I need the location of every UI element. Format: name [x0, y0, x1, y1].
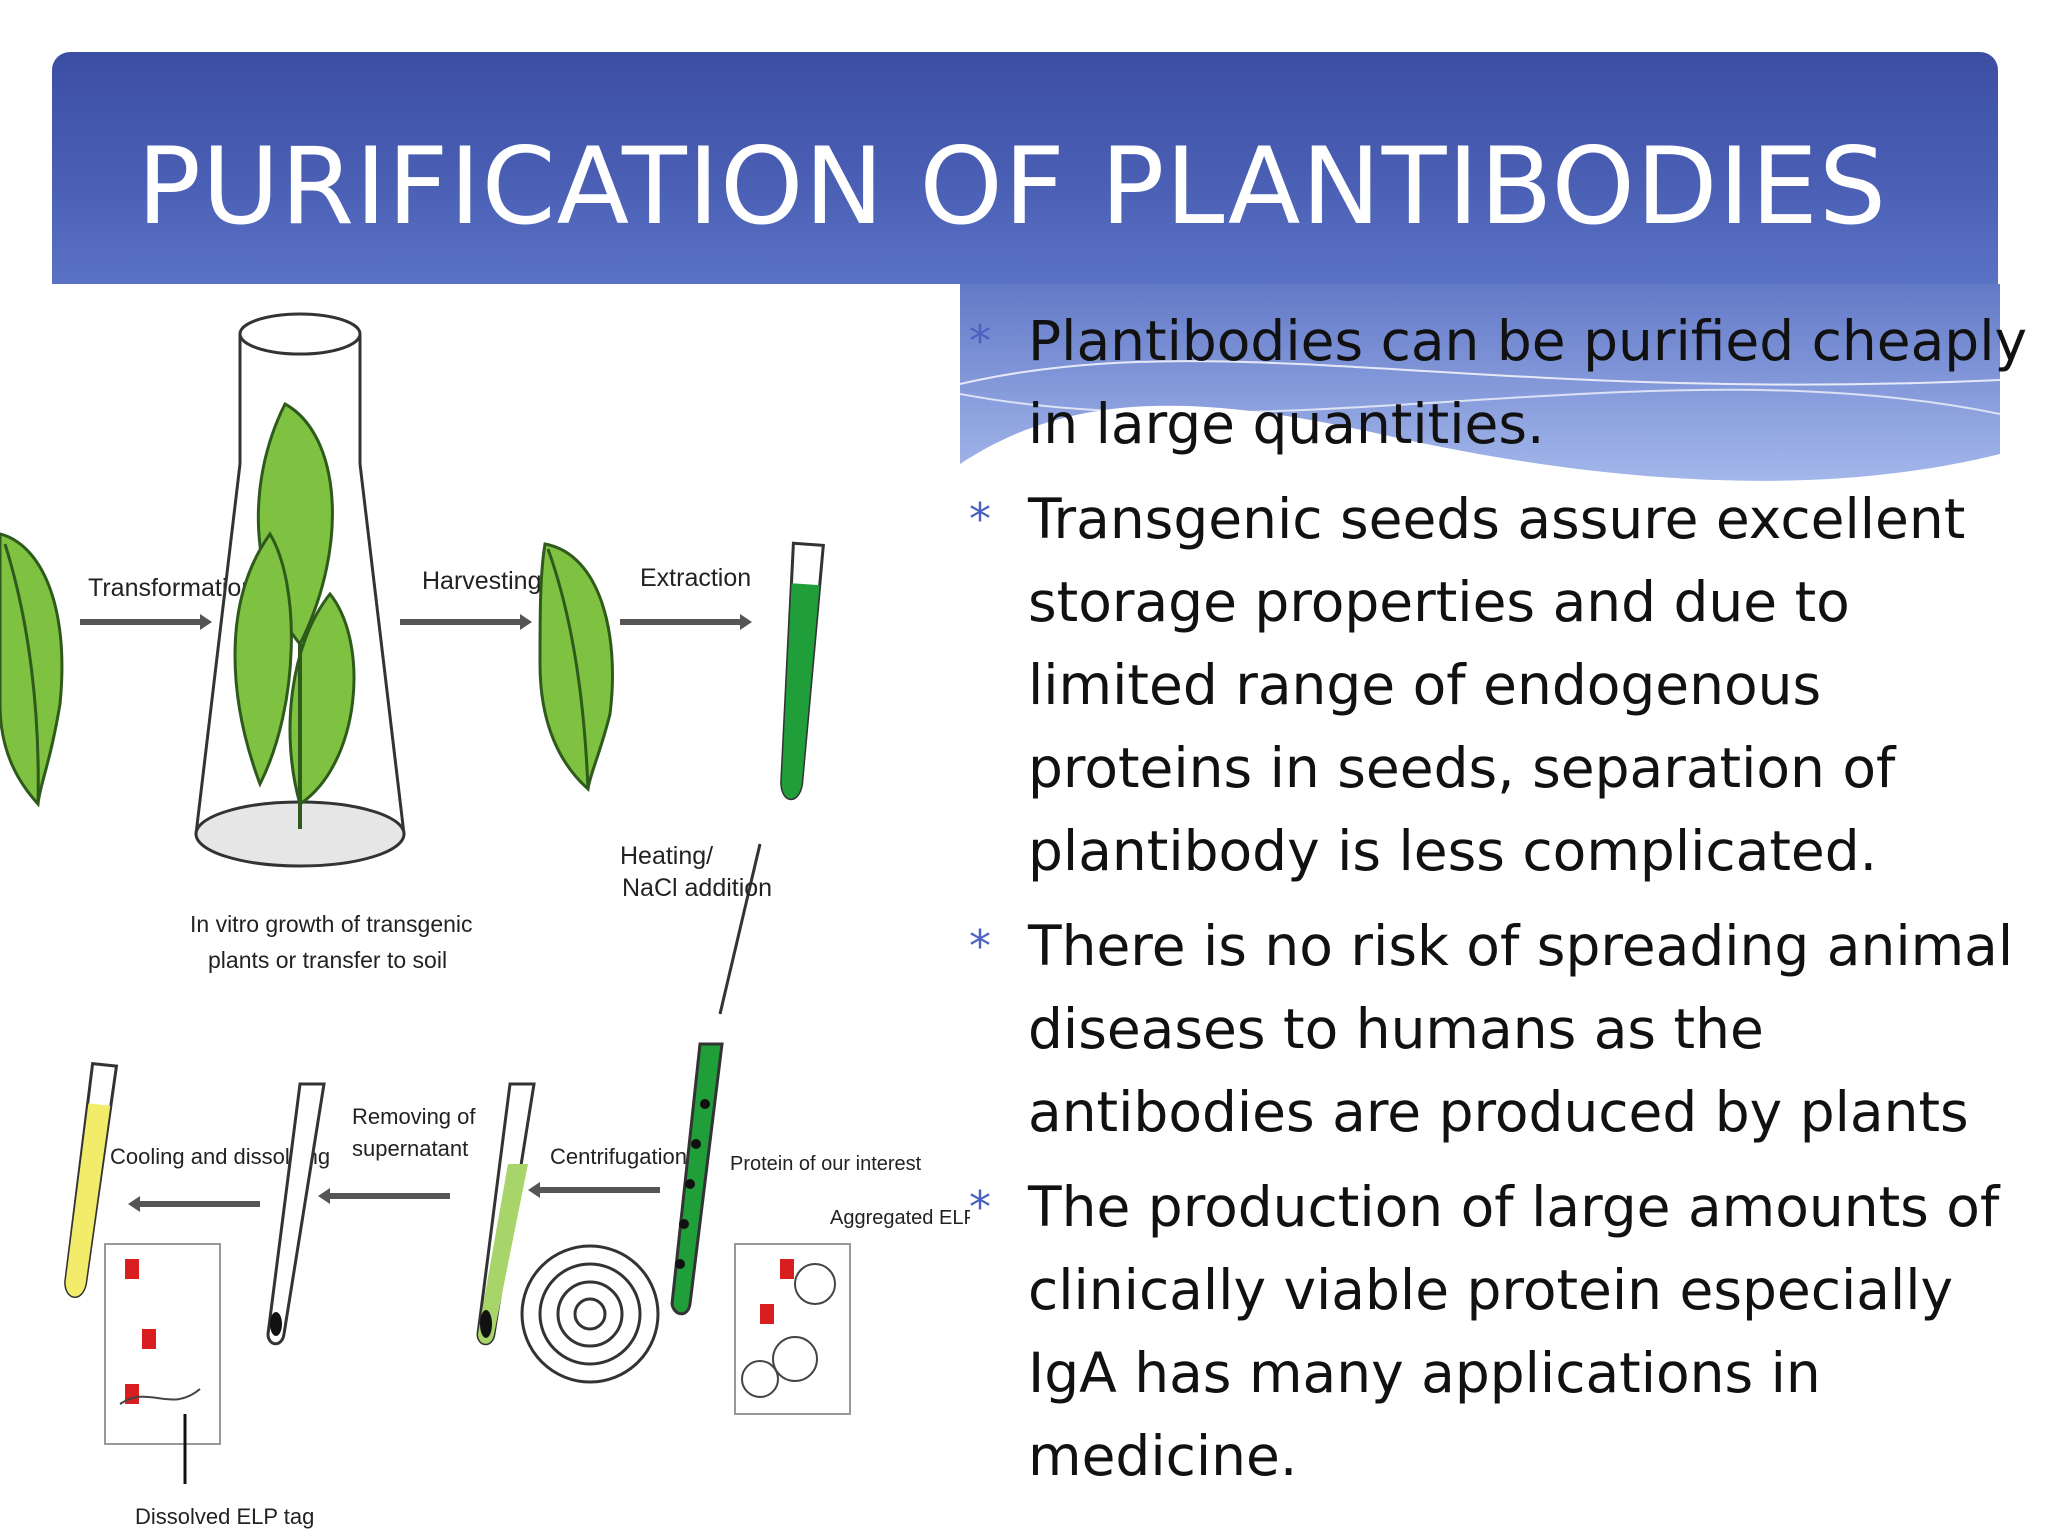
label-harvesting: Harvesting: [422, 567, 542, 595]
purification-diagram: Transformation Harvesting: [0, 312, 970, 1529]
bullet-item: * There is no risk of spreading animal d…: [960, 905, 2040, 1154]
label-nacl: NaCl addition: [622, 874, 772, 902]
label-centrifugation: Centrifugation: [550, 1144, 687, 1169]
arrow-heating: [718, 843, 762, 1015]
title-bar: [52, 52, 1998, 284]
tube-extract-icon: [780, 541, 825, 801]
label-transformation: Transformation: [88, 574, 255, 602]
bullet-text: Transgenic seeds assure excellent storag…: [1028, 487, 1966, 883]
centrifuge-spiral-icon: [520, 1244, 660, 1384]
arrow-extraction: [620, 614, 752, 630]
label-removing-1: Removing of: [352, 1104, 476, 1129]
bullet-text: The production of large amounts of clini…: [1028, 1175, 2000, 1488]
bullet-list: * Plantibodies can be purified cheaply i…: [960, 300, 2040, 1510]
label-heating: Heating/: [620, 842, 713, 870]
tube-supernatant-icon: [266, 1082, 326, 1346]
asterisk-bullet-icon: *: [969, 1182, 991, 1233]
flask-icon: [194, 312, 406, 868]
tube-light-green-icon: [476, 1082, 536, 1346]
bullet-item: * Plantibodies can be purified cheaply i…: [960, 300, 2040, 466]
leaf-harvested-icon: [538, 542, 614, 793]
label-protein: Protein of our interest: [730, 1153, 922, 1175]
label-dissolved: Dissolved ELP tag: [135, 1504, 314, 1529]
label-extraction: Extraction: [640, 564, 751, 592]
arrow-harvesting: [400, 614, 532, 630]
asterisk-bullet-icon: *: [969, 921, 991, 972]
aggregated-box: [734, 1243, 851, 1415]
arrow-transformation: [80, 614, 212, 630]
decorative-wave: [960, 284, 2000, 481]
transgenic-plant-icon: [233, 401, 356, 829]
asterisk-bullet-icon: *: [969, 316, 991, 367]
label-invitro-2: plants or transfer to soil: [208, 947, 447, 973]
tube-cooling-icon: [64, 1061, 119, 1298]
bullet-item: * Transgenic seeds assure excellent stor…: [960, 478, 2040, 893]
label-invitro-1: In vitro growth of transgenic: [190, 911, 473, 937]
bullet-item: * The production of large amounts of cli…: [960, 1166, 2040, 1498]
bullet-text: There is no risk of spreading animal dis…: [1028, 914, 2014, 1144]
label-aggregated: Aggregated ELP tag: [830, 1207, 970, 1229]
slide-title: PURIFICATION OF PLANTIBODIES: [137, 125, 1888, 248]
dissolved-box: [104, 1243, 221, 1445]
bullet-text: Plantibodies can be purified cheaply in …: [1028, 309, 2028, 456]
label-removing-2: supernatant: [352, 1136, 468, 1161]
leaf-left-icon: [0, 532, 64, 808]
asterisk-bullet-icon: *: [969, 494, 991, 545]
tube-dark-green-icon: [670, 1042, 724, 1316]
